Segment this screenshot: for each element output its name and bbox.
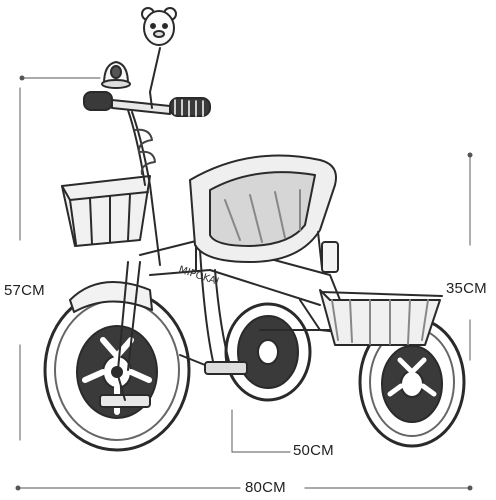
front-fender <box>69 281 153 313</box>
bell-icon <box>101 61 131 89</box>
seat <box>189 154 337 271</box>
overall-height-label: 57CM <box>4 282 45 299</box>
dimension-lines <box>17 77 471 489</box>
front-basket-icon <box>61 175 151 247</box>
overall-length-label: 80CM <box>245 479 286 496</box>
rear-left-wheel <box>224 302 312 402</box>
seat-height-label: 35CM <box>446 280 487 297</box>
water-bottle <box>321 241 339 273</box>
bear-bell-icon <box>141 7 177 109</box>
wheelbase-label: 50CM <box>293 442 334 459</box>
pedal <box>99 371 151 408</box>
handlebar <box>83 91 211 186</box>
rear-basket-icon <box>319 289 443 346</box>
svg-text:MIPOKAI: MIPOKAI <box>177 264 220 287</box>
